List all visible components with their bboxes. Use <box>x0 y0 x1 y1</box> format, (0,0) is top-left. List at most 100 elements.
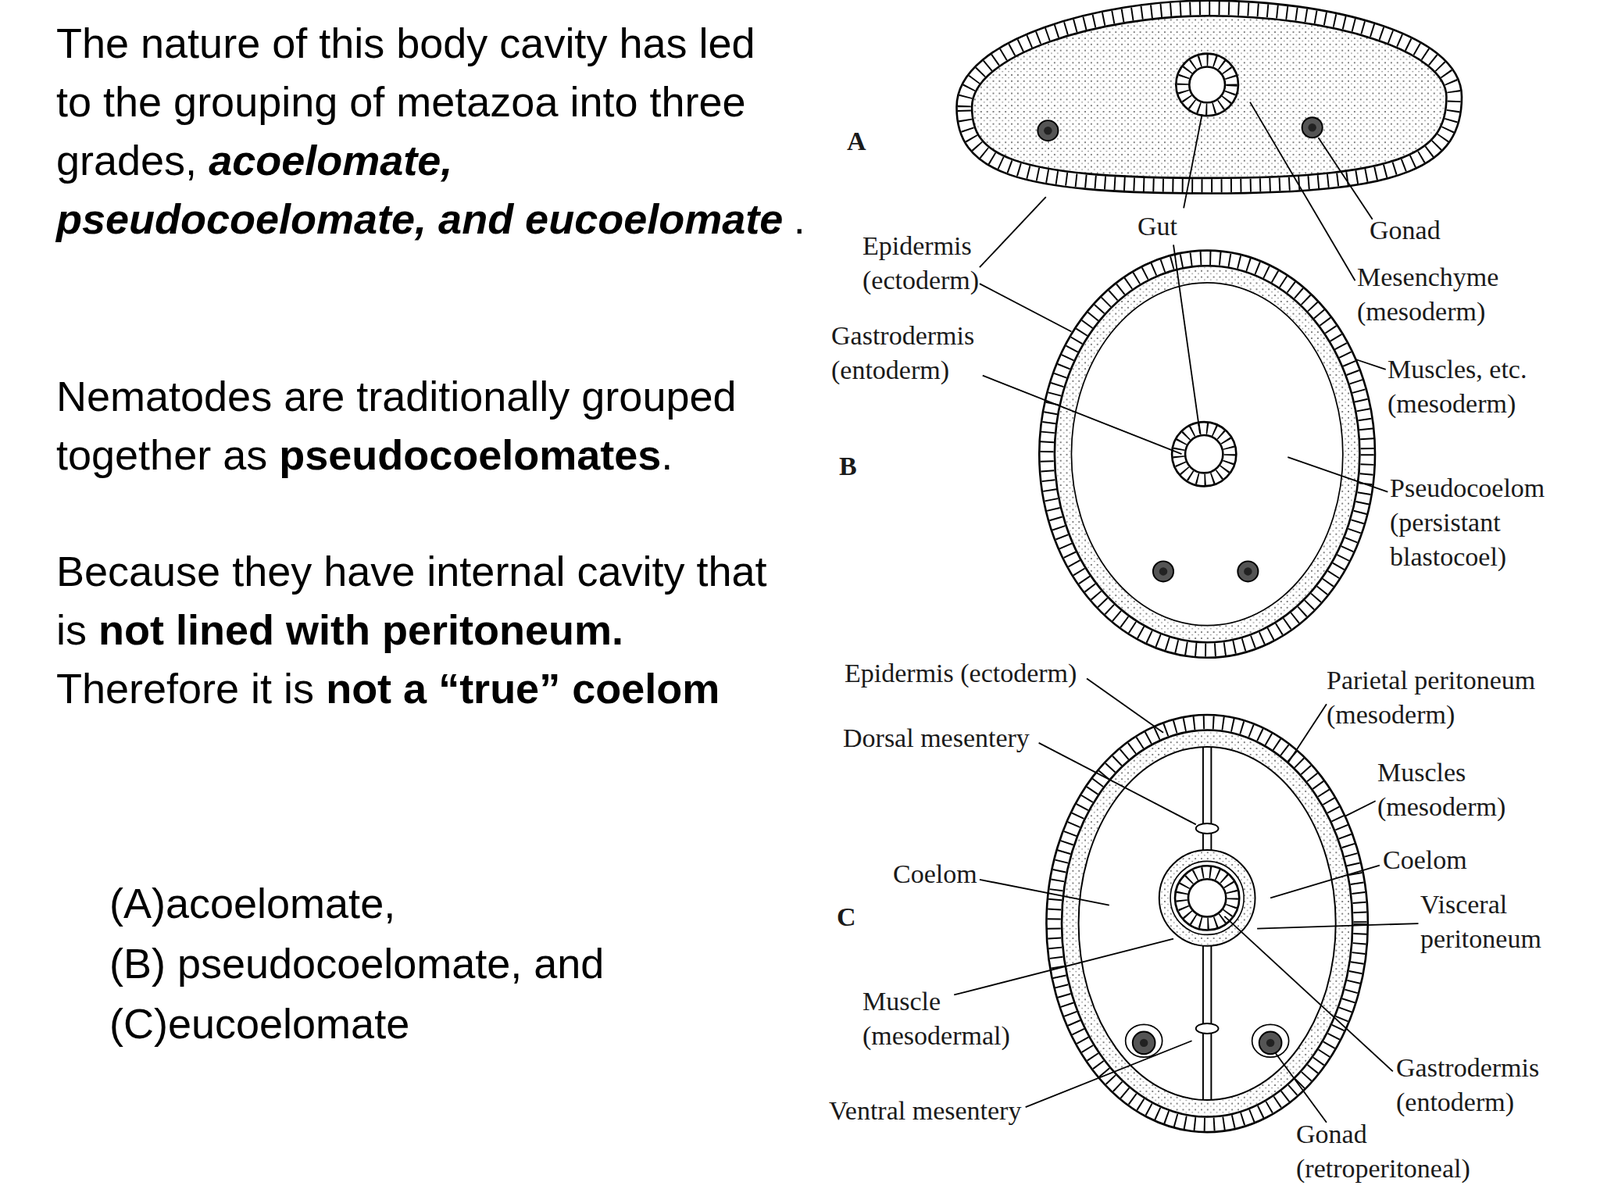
peritoneum-fold <box>1125 1024 1163 1058</box>
leader-line <box>1270 865 1380 899</box>
grade-term: pseudocoelomate, and eucoelomate <box>56 195 783 243</box>
part-label: Dorsal mesentery <box>842 721 1030 756</box>
gonad <box>1159 567 1168 575</box>
part-label: Muscle (mesodermal) <box>862 984 1023 1054</box>
part-label: Parietal peritoneum (mesoderm) <box>1326 663 1561 733</box>
part-label: Epidermis (ectoderm) <box>862 228 997 298</box>
body-text: . <box>660 431 673 479</box>
part-label: Epidermis (ectoderm) <box>844 656 1077 691</box>
nowrap-group: pseudocoelomate, and eucoelomate. <box>56 195 806 243</box>
blood-vessel <box>1196 823 1219 834</box>
gut-cells <box>1178 428 1230 480</box>
muscle-layer <box>1063 274 1351 634</box>
leader-line <box>1257 923 1418 929</box>
part-label: Coelom <box>892 857 978 892</box>
epidermis-band <box>1046 257 1368 650</box>
leader-line <box>1355 359 1386 370</box>
gonad <box>1037 120 1058 141</box>
list-item: (A)acoelomate, <box>109 873 813 934</box>
leader-line <box>982 375 1183 455</box>
gonad <box>1259 1031 1283 1054</box>
gonad <box>1266 1039 1275 1047</box>
part-label: Gonad <box>1369 213 1441 248</box>
text-paragraph: Because they have internal cavity that i… <box>56 542 791 718</box>
muscle-layer <box>1070 739 1344 1109</box>
leader-line <box>1039 742 1197 825</box>
epidermis-band <box>1046 257 1368 650</box>
gonad <box>1237 560 1258 582</box>
body-text: . <box>793 195 806 243</box>
epidermis-band <box>1053 722 1361 1125</box>
epidermis-band <box>964 7 1454 186</box>
leader-line <box>1173 244 1200 434</box>
part-label: Mesenchyme (mesoderm) <box>1357 260 1510 329</box>
epidermis-cells <box>1053 722 1361 1125</box>
gut-wall <box>1178 428 1230 480</box>
parietal-peritoneum <box>1078 746 1336 1100</box>
gonad <box>1139 1039 1148 1047</box>
part-label: Muscles, etc. (mesoderm) <box>1387 352 1538 422</box>
text-paragraph: Nematodes are traditionally grouped toge… <box>56 367 791 485</box>
leader-line <box>1275 1053 1327 1123</box>
part-label: Gonad (retroperitoneal) <box>1296 1117 1496 1186</box>
panel-letter: B <box>839 449 858 484</box>
dorsal-mesentery <box>1202 746 1204 851</box>
panel-letter: A <box>846 124 867 159</box>
text-paragraph: The nature of this body cavity has led t… <box>56 14 791 249</box>
emphasis-text: not lined with peritoneum. <box>98 606 624 654</box>
body-wall <box>1053 722 1361 1125</box>
leader-line <box>979 196 1047 268</box>
epidermis-band <box>964 7 1454 186</box>
muscle-inner-line <box>1071 282 1343 626</box>
text-paragraph: (A)acoelomate,(B) pseudocoelomate, and(C… <box>109 873 813 1054</box>
part-label: Gastrodermis (entoderm) <box>1396 1050 1551 1120</box>
dorsal-mesentery <box>1210 746 1212 851</box>
pseudocoelomate-section <box>1046 257 1368 650</box>
gut-wall <box>1182 60 1233 110</box>
gonad <box>1243 567 1252 575</box>
epidermis-cells <box>964 7 1454 186</box>
leader-line <box>1183 114 1203 208</box>
epidermis-cells <box>1046 257 1368 650</box>
leader-line <box>1224 916 1393 1072</box>
peritoneum-fold <box>1252 1024 1290 1058</box>
leader-line <box>979 879 1110 906</box>
blood-vessel <box>1196 1023 1219 1034</box>
gonad <box>1153 560 1174 582</box>
leader-line <box>1344 800 1375 817</box>
leader-line <box>1025 1040 1193 1108</box>
grade-term: acoelomate, <box>208 136 453 184</box>
body-text: Therefore it is <box>56 664 315 712</box>
gonad <box>1302 117 1323 138</box>
leader-line <box>1086 678 1164 733</box>
leader-line <box>953 939 1174 996</box>
leader-line <box>1318 137 1373 219</box>
eucoelomate-section <box>1053 722 1361 1125</box>
gonad <box>1043 126 1052 135</box>
leader-line <box>1287 703 1327 764</box>
gut-cells <box>1182 60 1233 110</box>
leader-line <box>979 283 1072 332</box>
list-item: (C)eucoelomate <box>109 993 813 1054</box>
acoelomate-section <box>964 7 1454 186</box>
part-label: Coelom <box>1382 842 1468 878</box>
gonad <box>1132 1031 1156 1054</box>
gut-cells <box>1181 872 1233 924</box>
gut-wall <box>1182 60 1233 110</box>
part-label: Gastrodermis (entoderm) <box>831 318 986 388</box>
body-wall <box>1046 257 1368 650</box>
gonad <box>1307 123 1316 132</box>
leader-line <box>1250 102 1356 282</box>
panel-letter: C <box>836 900 857 935</box>
epidermis-band <box>1053 722 1361 1125</box>
part-label: Pseudocoelom (persistant blastocoel) <box>1389 471 1558 575</box>
part-label: Gut <box>1137 209 1178 244</box>
part-label: Ventral mesentery <box>828 1093 1022 1129</box>
ventral-mesentery <box>1210 944 1212 1100</box>
gut-wall <box>1181 872 1233 924</box>
emphasis-text: not a “true” coelom <box>325 664 720 712</box>
part-label: Muscles (mesoderm) <box>1377 755 1517 825</box>
mesenchyme <box>964 7 1454 186</box>
list-item: (B) pseudocoelomate, and <box>109 933 813 994</box>
